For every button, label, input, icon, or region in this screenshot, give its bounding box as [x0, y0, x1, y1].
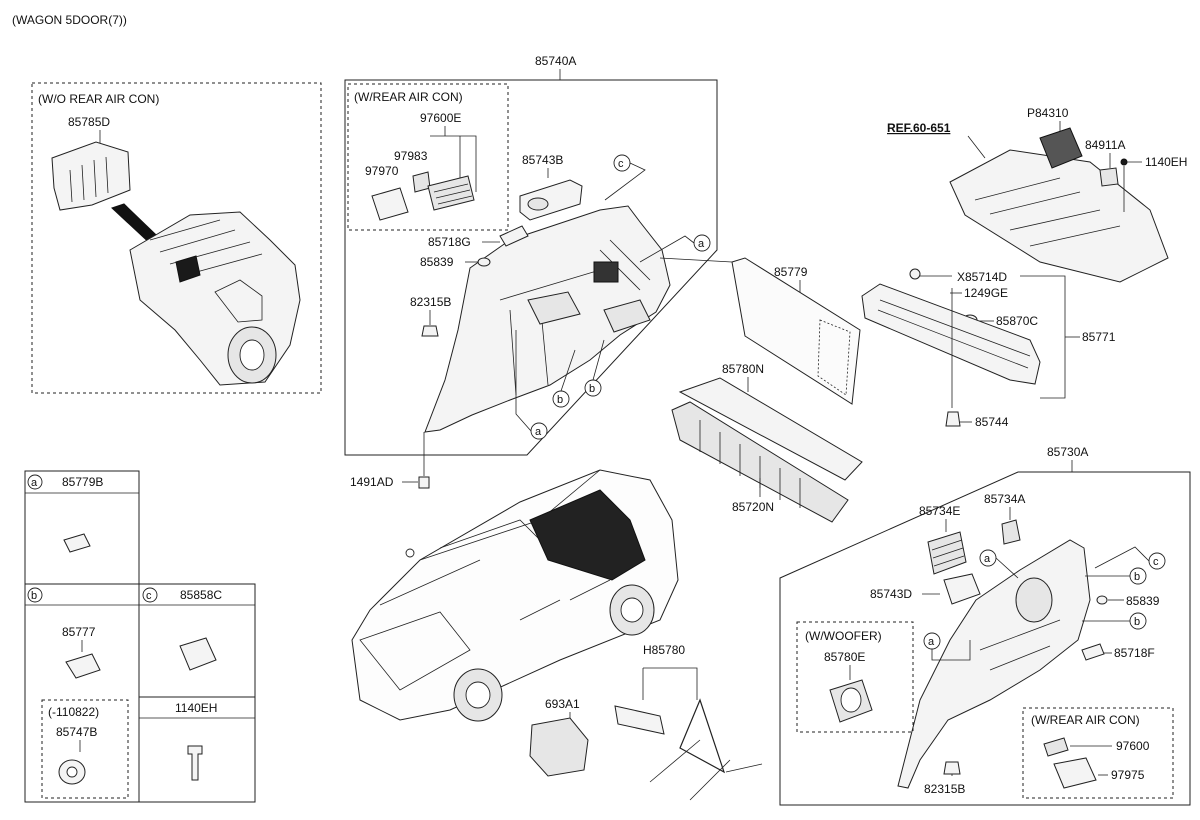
ref-60-651[interactable]: REF.60-651	[887, 121, 951, 135]
part-85730A[interactable]: 85730A	[1047, 445, 1088, 459]
clip-85777[interactable]	[65, 653, 101, 679]
floor-panel-ref	[949, 149, 1169, 283]
legend-c-part[interactable]: 85858C	[180, 588, 222, 602]
cargo-net-85779[interactable]	[731, 257, 861, 405]
clip-82315B-top[interactable]	[421, 325, 439, 337]
w-woofer-label: (W/WOOFER)	[805, 629, 882, 643]
part-97975[interactable]: 97975	[1111, 768, 1145, 782]
part-1140EH-top[interactable]: 1140EH	[1145, 155, 1187, 169]
callout-c-letter: c	[618, 158, 624, 170]
part-1249GE[interactable]: 1249GE	[964, 286, 1008, 300]
cargo-cover-85780N[interactable]	[678, 377, 863, 481]
legend-b-part[interactable]: 85777	[62, 625, 96, 639]
vehicle-sketch	[351, 469, 679, 722]
legend-d-part[interactable]: 1140EH	[175, 701, 217, 715]
part-85743D[interactable]: 85743D	[870, 587, 912, 601]
legend-table: a 85779B b 85777 (-110822) 85747B c 8585…	[24, 470, 256, 803]
wo-rear-air-con-group: (W/O REAR AIR CON) 85785D	[31, 82, 322, 394]
screw-1140EH[interactable]	[187, 745, 203, 781]
part-H85780[interactable]: H85780	[643, 643, 685, 657]
vent-panel-85785D[interactable]	[51, 141, 131, 211]
clip-85744[interactable]	[945, 411, 961, 427]
legend-a-letter: a	[31, 477, 38, 489]
part-693A1[interactable]: 693A1	[545, 697, 580, 711]
w-rear-air-con-label-2: (W/REAR AIR CON)	[1031, 713, 1140, 727]
part-85771[interactable]: 85771	[1082, 330, 1116, 344]
part-85839-bottom[interactable]: 85839	[1126, 594, 1160, 608]
first-aid-kit-693A1[interactable]	[529, 717, 589, 777]
triangle-case[interactable]	[614, 705, 665, 735]
diagram-title: (WAGON 5DOOR(7))	[12, 13, 127, 27]
wo-rear-air-con-label: (W/O REAR AIR CON)	[38, 92, 159, 106]
callout-a-letter-3: a	[984, 553, 991, 565]
clip-82315B-bottom[interactable]	[943, 761, 961, 775]
part-85720N[interactable]: 85720N	[732, 500, 774, 514]
vent-97600[interactable]	[1043, 737, 1069, 757]
legend-a-part[interactable]: 85779B	[62, 475, 103, 489]
clip-85858C[interactable]	[179, 637, 217, 671]
part-84911A[interactable]: 84911A	[1085, 138, 1125, 152]
w-rear-air-con-label: (W/REAR AIR CON)	[354, 90, 463, 104]
part-85779[interactable]: 85779	[774, 265, 808, 279]
part-85744[interactable]: 85744	[975, 415, 1009, 429]
clip-85779B[interactable]	[63, 533, 91, 553]
part-85734E[interactable]: 85734E	[919, 504, 960, 518]
legend-b-subpart[interactable]: 85747B	[56, 725, 97, 739]
callout-b-letter-3: b	[1134, 571, 1140, 583]
part-82315B-top[interactable]: 82315B	[410, 295, 451, 309]
part-85780N[interactable]: 85780N	[722, 362, 764, 376]
part-82315B-bottom[interactable]: 82315B	[924, 782, 965, 796]
legend-b-letter: b	[31, 590, 37, 602]
callout-a-letter-4: a	[928, 636, 935, 648]
part-85780E[interactable]: 85780E	[824, 650, 865, 664]
cupholder-85743D[interactable]	[943, 573, 981, 605]
part-85740A[interactable]: 85740A	[535, 54, 576, 68]
warning-triangle-H85780[interactable]	[679, 698, 726, 774]
screw-1491AD[interactable]	[418, 476, 430, 489]
sill-plate-85771[interactable]	[861, 283, 1041, 385]
part-85743B[interactable]: 85743B	[522, 153, 563, 167]
part-1491AD[interactable]: 1491AD	[350, 475, 394, 489]
vent-97983[interactable]	[412, 171, 431, 193]
part-85785D[interactable]: 85785D	[68, 115, 110, 129]
part-85839-top[interactable]: 85839	[420, 255, 454, 269]
callout-b-letter-2: b	[589, 383, 595, 395]
duct-97975[interactable]	[1053, 757, 1097, 789]
callout-c-letter-2: c	[1153, 556, 1159, 568]
part-X85714D[interactable]: X85714D	[957, 270, 1007, 284]
group-85730A: 85730A 85734E 85734A 85743D a c b 85839 …	[779, 445, 1191, 806]
part-97600[interactable]: 97600	[1116, 739, 1150, 753]
callout-b-letter-1: b	[557, 394, 563, 406]
part-97970[interactable]: 97970	[365, 164, 399, 178]
part-97600E[interactable]: 97600E	[420, 111, 461, 125]
vent-grille-97600E[interactable]	[427, 175, 475, 211]
group-85740A: 85740A (W/REAR AIR CON) 97600E 97983 979…	[344, 54, 718, 456]
part-85734A[interactable]: 85734A	[984, 492, 1025, 506]
callout-a-letter-2: a	[535, 426, 542, 438]
grille-85734A[interactable]	[1001, 519, 1021, 545]
vent-97970[interactable]	[371, 187, 409, 221]
part-P84310[interactable]: P84310	[1027, 106, 1069, 120]
clip-84911A[interactable]	[1099, 167, 1119, 187]
part-85718G[interactable]: 85718G	[428, 235, 471, 249]
callout-b-letter-4: b	[1134, 616, 1140, 628]
cupholder-85743B[interactable]	[519, 179, 583, 221]
callout-a-letter: a	[698, 238, 705, 250]
legend-b-date: (-110822)	[48, 705, 99, 719]
part-85870C[interactable]: 85870C	[996, 314, 1038, 328]
clip-85718G[interactable]	[499, 225, 529, 247]
part-97983[interactable]: 97983	[394, 149, 428, 163]
part-85718F[interactable]: 85718F	[1114, 646, 1155, 660]
tow-hook-P84310[interactable]	[1039, 127, 1083, 169]
clip-85718F[interactable]	[1081, 643, 1105, 661]
legend-c-letter: c	[146, 590, 152, 602]
